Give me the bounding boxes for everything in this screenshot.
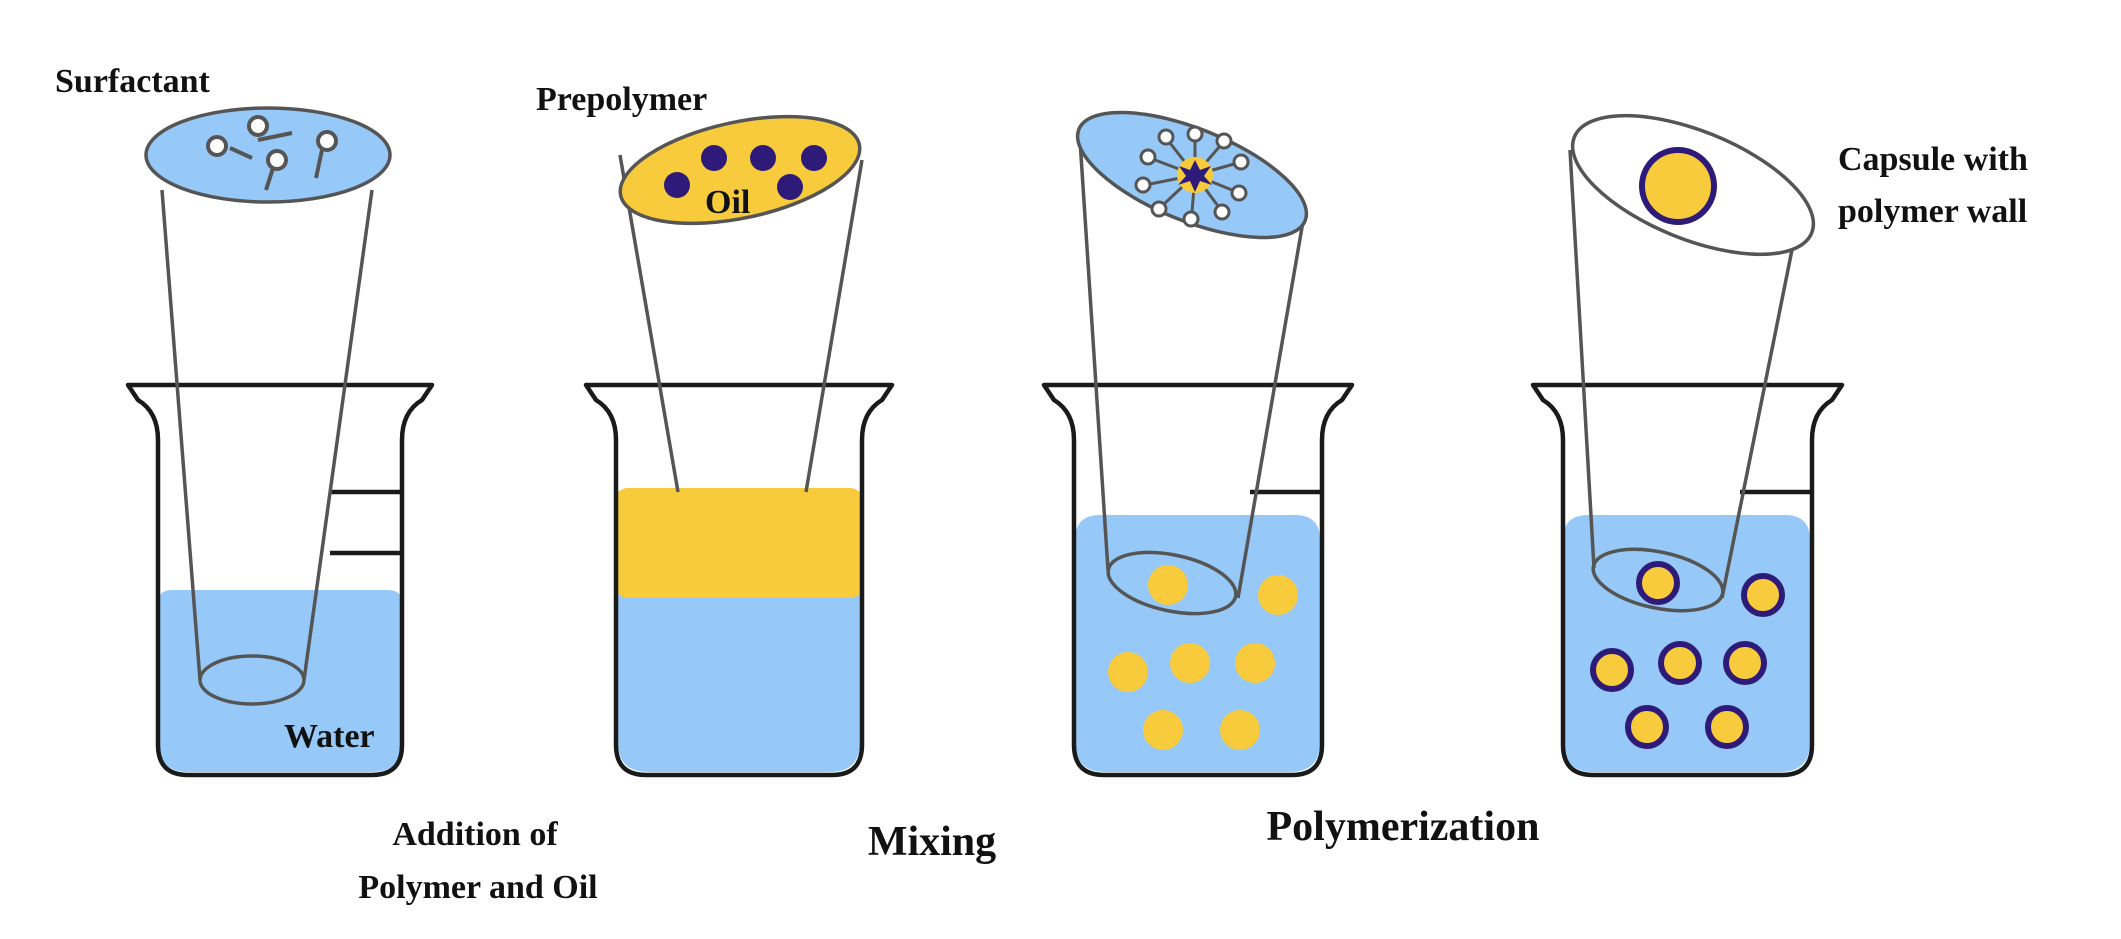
capsule-with-wall (1639, 147, 1717, 225)
step-label-mixing: Mixing (868, 819, 996, 865)
step-label-addition: Polymer and Oil (358, 869, 597, 906)
beaker-outline (1041, 382, 1355, 778)
beaker-1-water: Surfactant Water (55, 63, 435, 778)
magnifier-cone-line (1720, 209, 1802, 599)
magnifier-cone-line (1568, 149, 1596, 569)
beaker-outline (583, 382, 895, 778)
micelle (1134, 125, 1250, 228)
beaker-4-capsules: Capsule with polymer wall (1530, 113, 2028, 778)
oil-droplets (1108, 565, 1298, 750)
magnifier-cone-line (618, 154, 680, 493)
capsule-label: Capsule with (1838, 141, 2028, 178)
magnifier-cone-line (160, 189, 202, 681)
step-label-addition: Addition of (392, 816, 558, 853)
beaker-3-droplets (1041, 110, 1355, 778)
water-fill (618, 585, 860, 772)
oil-label: Oil (705, 184, 750, 221)
water-fill (158, 590, 402, 772)
beaker-2-oil-layer: Prepolymer Oil (536, 81, 895, 778)
beaker-outline (1530, 382, 1845, 778)
prepolymer-particles (664, 145, 827, 200)
prepolymer-core (1178, 160, 1212, 192)
beaker-outline (125, 382, 435, 778)
step-label-polymerization: Polymerization (1267, 804, 1540, 850)
magnifier-cone-line (1236, 209, 1307, 599)
surfactant-molecules (206, 115, 338, 191)
surfactant-label: Surfactant (55, 63, 211, 100)
oil-layer (614, 488, 864, 598)
magnifier-cone-line (804, 159, 864, 493)
magnifier-cone-line (1078, 139, 1110, 571)
water-label: Water (284, 718, 375, 755)
polymer-capsules (1590, 561, 1785, 749)
water-fill (1075, 515, 1320, 772)
capsule-label: polymer wall (1838, 193, 2027, 230)
magnifier-cone-line (302, 189, 374, 681)
prepolymer-label: Prepolymer (536, 81, 707, 118)
